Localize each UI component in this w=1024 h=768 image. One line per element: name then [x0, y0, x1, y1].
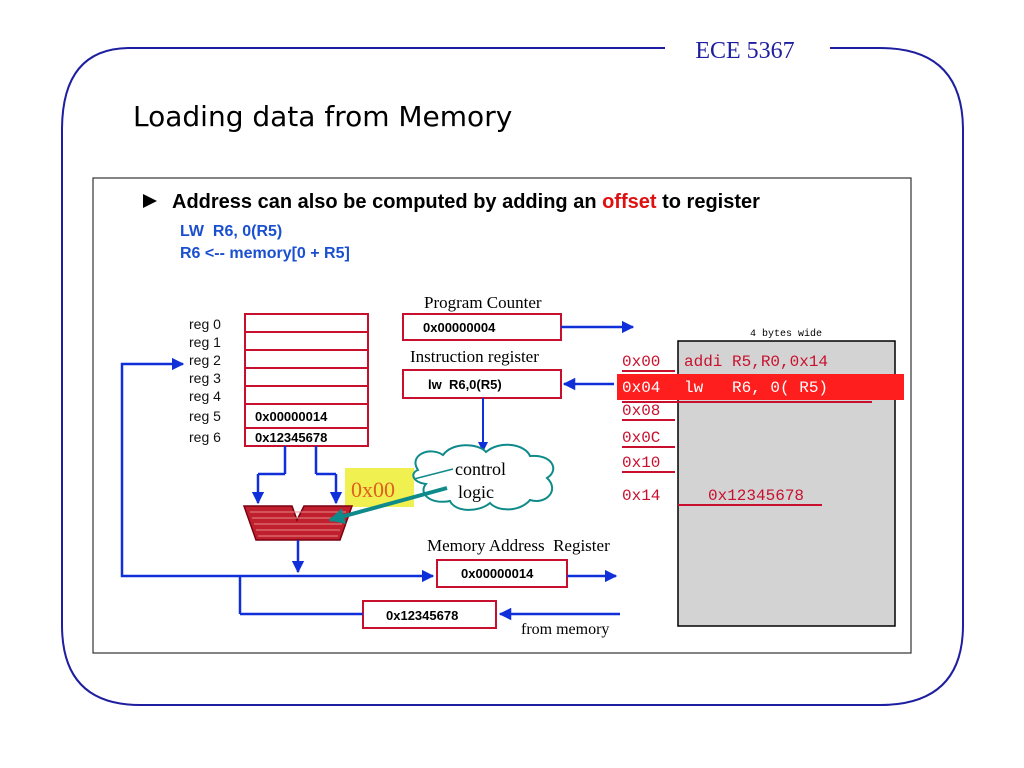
slide-frame [61, 47, 964, 706]
bullet-text: Address can also be computed by adding a… [172, 191, 760, 213]
from-memory-label: from memory [521, 621, 609, 638]
mar-label: Memory Address Register [427, 536, 610, 555]
control-logic-line-2: logic [458, 482, 494, 502]
course-label: ECE 5367 [695, 38, 794, 64]
memory-content: addi R5,R0,0x14 [684, 353, 828, 371]
register-cell [244, 403, 369, 429]
memory-header: 4 bytes wide [750, 328, 822, 340]
register-cell [244, 427, 369, 447]
mar-box [436, 559, 568, 588]
register-file: reg 0 reg 1 reg 2 reg 3 reg 4 reg 5 reg … [189, 313, 369, 447]
register-label: reg 6 [189, 429, 221, 445]
register-label: reg 1 [189, 334, 221, 350]
register-value: 0x12345678 [255, 430, 327, 445]
program-counter-value: 0x00000004 [423, 320, 496, 335]
register-label: reg 3 [189, 370, 221, 386]
mdr-box [362, 600, 497, 629]
slide-title: Loading data from Memory [133, 100, 512, 133]
bullet-triangle-icon [143, 194, 157, 208]
register-cell [244, 331, 369, 351]
register-cell [244, 385, 369, 405]
offset-value: 0x00 [351, 477, 395, 502]
register-cell [244, 367, 369, 387]
register-label: reg 2 [189, 352, 221, 368]
memory-address: 0x14 [622, 487, 660, 505]
register-label: reg 5 [189, 408, 221, 424]
register-cell [244, 313, 369, 333]
instruction-register-label: Instruction register [410, 347, 539, 366]
register-label: reg 0 [189, 316, 221, 332]
memory-address: 0x10 [622, 454, 660, 472]
mar-value: 0x00000014 [461, 566, 534, 581]
memory-address: 0x08 [622, 402, 660, 420]
instruction-register-box [402, 369, 562, 399]
memory-block: 4 bytes wide 0x00 addi R5,R0,0x14 0x04 l… [617, 328, 904, 627]
alu-hatch [250, 511, 346, 537]
code-line-1: LW R6, 0(R5) [180, 223, 282, 240]
bullet-prefix: Address can also be computed by adding a… [172, 191, 602, 213]
memory-address: 0x00 [622, 353, 660, 371]
register-value: 0x00000014 [255, 409, 328, 424]
mdr-value: 0x12345678 [386, 608, 458, 623]
memory-content: 0x12345678 [708, 487, 804, 505]
control-line-left [413, 468, 454, 480]
control-to-alu-arrow [328, 486, 448, 524]
memory-highlight-row [617, 374, 904, 400]
program-counter-box [402, 313, 562, 341]
bullet-suffix: to register [657, 191, 761, 213]
writeback-bus [120, 357, 298, 578]
control-logic-line-1: control [455, 459, 506, 479]
control-logic-cloud [412, 443, 555, 511]
instruction-register-value: lw R6,0(R5) [428, 377, 502, 392]
code-line-2: R6 <-- memory[0 + R5] [180, 245, 350, 262]
bullet-offset: offset [602, 191, 657, 213]
memory-address: 0x0C [622, 429, 660, 447]
program-counter-label: Program Counter [424, 293, 542, 312]
register-label: reg 4 [189, 388, 221, 404]
memory-content: lw R6, 0( R5) [684, 379, 828, 397]
alu-shape [242, 505, 354, 541]
memory-address: 0x04 [622, 379, 660, 397]
register-cell [244, 349, 369, 369]
